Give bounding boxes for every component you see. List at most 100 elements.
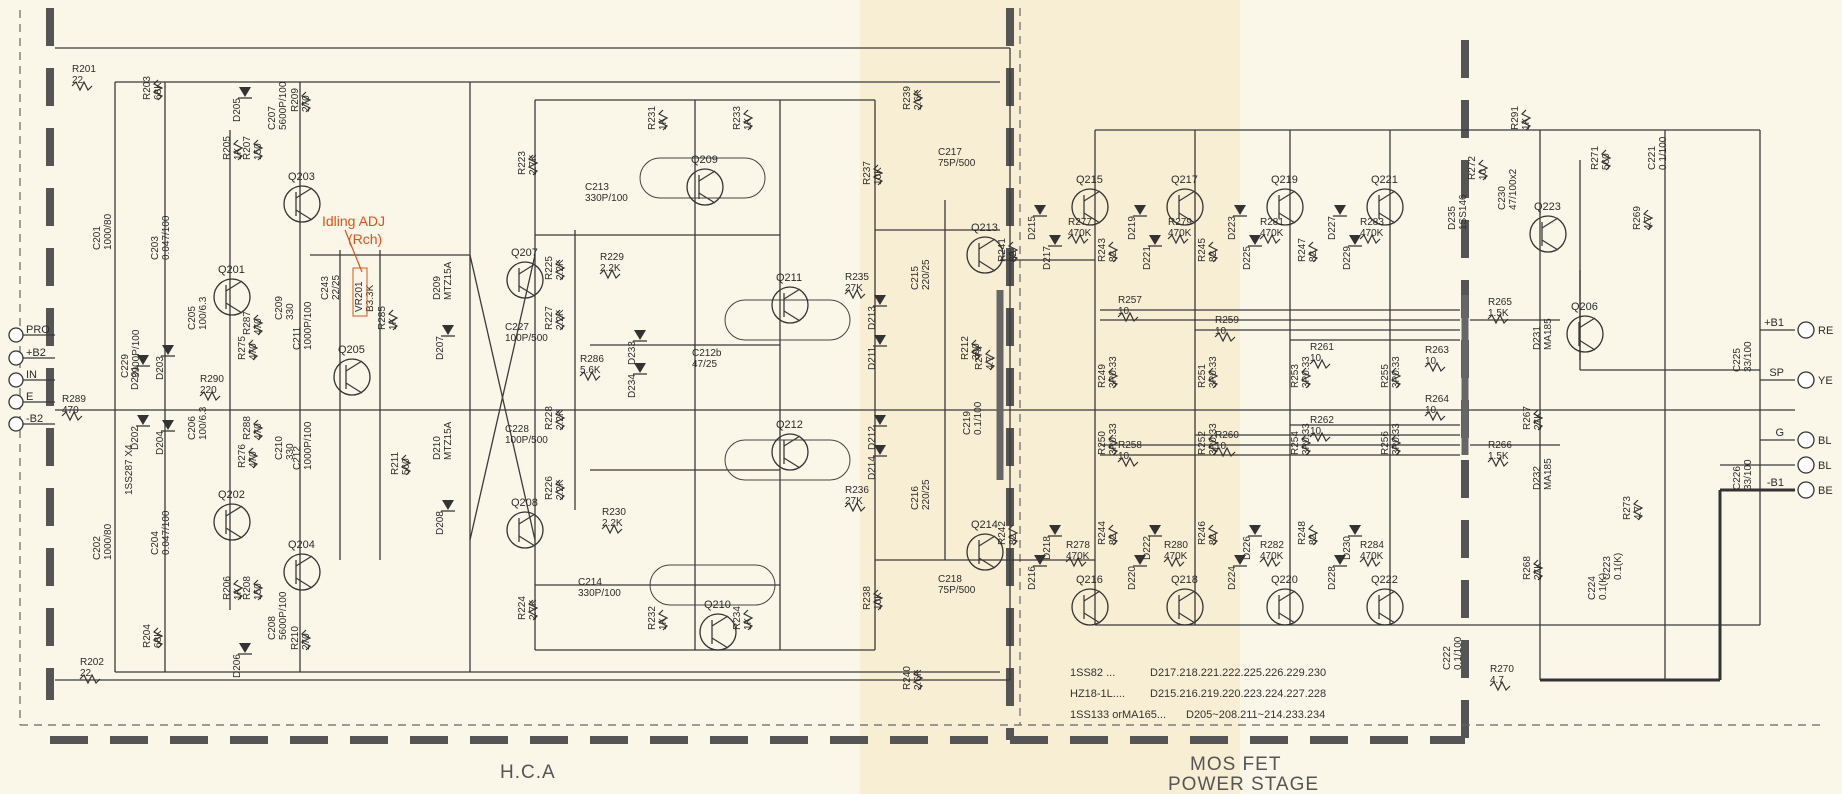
component-ref: R284 [1360,540,1384,551]
transistor-ref: Q215 [1076,174,1103,186]
transistor-ref: Q210 [704,599,731,611]
component-value: 47/100x2 [1508,168,1519,210]
component-ref: C205 [187,306,198,330]
component-ref: R274 [974,346,985,370]
component-value: 100/6.3 [198,406,209,440]
component-value: 390 [971,343,982,360]
diode-symbol [1349,235,1361,245]
component-ref: C204 [150,531,161,555]
component-value: 68K [153,630,164,648]
component-value: 22 [80,668,92,679]
component-ref: R225 [544,256,555,280]
diode-symbol [874,335,886,345]
component-value: B3.3K [365,284,376,312]
resistor-zigzag [1532,409,1544,431]
component-ref: R208 [242,576,253,600]
component-value: 470K [1168,228,1192,239]
transistor-emitter [783,310,801,322]
diode-ref: D201 [130,366,141,390]
diode-symbol [1334,205,1346,215]
resistor-zigzag [1532,559,1544,581]
component-value: 100/6.3 [198,296,209,330]
diode-ref: D219 [1127,216,1138,240]
resistor-zigzag [554,409,566,431]
transistor-symbol [966,533,1004,571]
resistor-zigzag [1207,241,1219,263]
diode-ref: D208 [435,511,446,535]
component-value: 470 [253,318,264,335]
diode-symbol [874,415,886,425]
right-terminal-wire: BL [1818,435,1831,447]
right-terminal-net: -B1 [1767,477,1784,489]
component-value: 0.1(K) [1598,573,1609,600]
resistor-zigzag [1632,499,1644,521]
component-ref: R243 [1097,238,1108,262]
right-terminal-connector [1797,481,1815,499]
component-ref: C201 [92,226,103,250]
diode-symbol [239,87,251,97]
resistor-zigzag [1259,556,1281,568]
component-ref: R282 [1260,540,1284,551]
transistor-ref: Q217 [1171,174,1198,186]
resistor-zigzag [1214,446,1236,458]
resistor-zigzag [252,579,264,601]
component-ref: R286 [580,354,604,365]
component-ref: R235 [845,272,869,283]
component-value: 2.6K [913,89,924,110]
component-ref: D231 [1532,326,1543,350]
component-ref: C212b [692,348,722,359]
resistor-zigzag [387,309,399,331]
right-terminal-wire: BE [1818,485,1833,497]
transistor-symbol [1166,188,1204,226]
component-value: 470 [253,423,264,440]
component-ref: C217 [938,147,962,158]
diode-symbol [1149,235,1161,245]
transistor-emitter [518,285,536,297]
component-value: 27K [845,283,863,294]
transistor-emitter [1578,339,1596,351]
component-ref: R285 [377,306,388,330]
resistor-zigzag [247,447,259,469]
component-value: 2.7K [528,599,539,620]
component-ref: R239 [902,86,913,110]
diode-ref: D221 [1142,246,1153,270]
resistor-zigzag [872,164,884,186]
component-value: MTZ15A [443,421,454,460]
component-value: 470K [1164,551,1188,562]
component-ref: C215 [910,266,921,290]
right-terminal-connector [1797,371,1815,389]
component-value: 3P0.33 [1208,356,1219,388]
component-value: 1K [1521,117,1532,130]
resistor-zigzag [1117,311,1139,323]
diode-symbols: D201D202D203D204D205D206D207D208D211D212… [130,87,1362,678]
diode-ref: D206 [232,654,243,678]
component-ref: R226 [544,476,555,500]
component-value: 2.7K [528,154,539,175]
component-ref: D210 [432,436,443,460]
component-value: 3P0.33 [1208,423,1219,455]
right-terminal-net: G [1775,427,1784,439]
component-ref: R204 [142,624,153,648]
transistor-emitter [711,637,729,649]
component-ref: R209 [290,88,301,112]
